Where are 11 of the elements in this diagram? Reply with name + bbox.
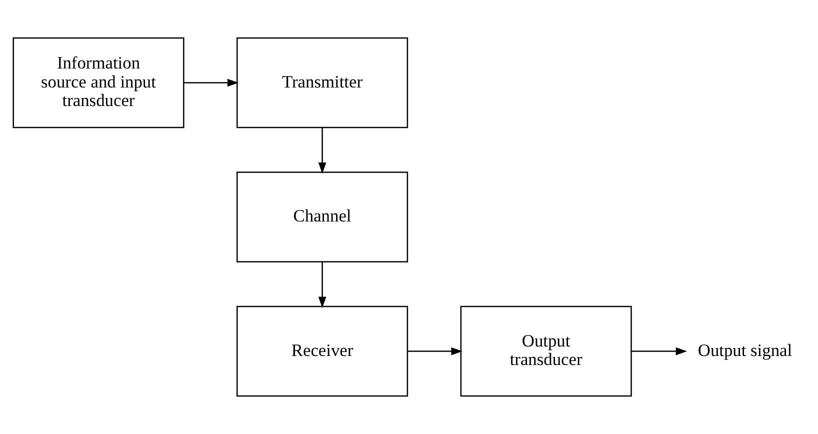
node-box: Receiver [236, 306, 408, 397]
arrow [632, 347, 688, 356]
node-text: Output signal [698, 340, 792, 360]
node-box: Information source and input transducer [12, 37, 184, 128]
node-box: Output transducer [460, 306, 632, 397]
node-box: Transmitter [236, 37, 408, 128]
arrow [408, 347, 462, 356]
arrow [184, 78, 239, 87]
node-box: Channel [236, 172, 408, 262]
arrow [318, 127, 326, 174]
arrow [318, 262, 326, 308]
